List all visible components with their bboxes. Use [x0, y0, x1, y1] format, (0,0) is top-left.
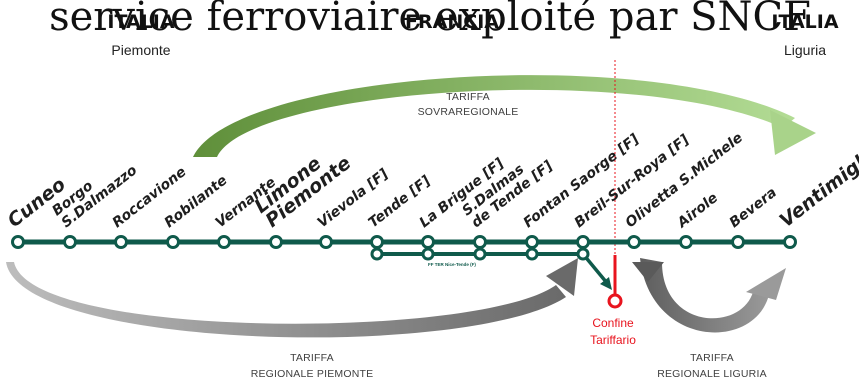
station-label-bevera: Bevera [727, 185, 780, 232]
station-borgo: BorgoS.Dalmazzo [49, 162, 141, 249]
station-marker [576, 235, 590, 249]
station-label-line: Bevera [727, 185, 780, 232]
station-marker-branch [421, 247, 435, 261]
region-label-right: Liguria [784, 42, 826, 58]
confine-label-line2: Tariffario [590, 333, 636, 347]
tariff-border-marker [607, 293, 623, 309]
station-ventimiglia: Ventimiglia [776, 140, 859, 249]
station-label-ventimiglia: Ventimiglia [776, 140, 859, 232]
confine-label-line1: Confine [592, 316, 634, 330]
station-marker [421, 235, 435, 249]
tariff-piemonte-line2: REGIONALE PIEMONTE [251, 368, 374, 380]
station-marker-branch [576, 247, 590, 261]
station-marker-branch [473, 247, 487, 261]
station-marker [11, 235, 25, 249]
station-label-line: Ventimiglia [776, 140, 859, 232]
station-marker [217, 235, 231, 249]
country-label-left: ITALIA [107, 11, 174, 33]
ter-branch-label: FF TER Nice-Tende (F) [428, 262, 476, 267]
station-label-airole: Airole [674, 190, 721, 232]
station-limone: LimonePiemonte [250, 152, 355, 249]
liguria-arrow [632, 258, 786, 333]
station-marker [114, 235, 128, 249]
tariff-sovraregionale-line2: SOVRAREGIONALE [418, 106, 519, 118]
tariff-liguria-line2: REGIONALE LIGURIA [657, 368, 767, 380]
country-label-center: FRANCIA [405, 11, 499, 33]
station-marker [525, 235, 539, 249]
station-marker-branch [525, 247, 539, 261]
station-marker [627, 235, 641, 249]
station-marker [783, 235, 797, 249]
station-marker [63, 235, 77, 249]
station-marker [679, 235, 693, 249]
station-marker-branch [370, 247, 384, 261]
tariff-sovraregionale-line1: TARIFFA [446, 91, 490, 103]
station-marker [473, 235, 487, 249]
country-label-right: ITALIA [771, 11, 838, 33]
station-label-line: Airole [674, 190, 721, 232]
tariff-piemonte-line1: TARIFFA [290, 352, 334, 364]
piemonte-arrow [6, 258, 578, 338]
station-airole: Airole [674, 190, 721, 249]
station-marker [166, 235, 180, 249]
station-marker [269, 235, 283, 249]
station-marker [370, 235, 384, 249]
sovraregionale-arrow [193, 75, 816, 157]
station-bevera: Bevera [727, 185, 780, 249]
station-marker [319, 235, 333, 249]
tariff-liguria-line1: TARIFFA [690, 352, 734, 364]
page-title: service ferroviaire exploité par SNCF [49, 0, 811, 40]
region-label-left: Piemonte [111, 42, 170, 58]
station-marker [731, 235, 745, 249]
